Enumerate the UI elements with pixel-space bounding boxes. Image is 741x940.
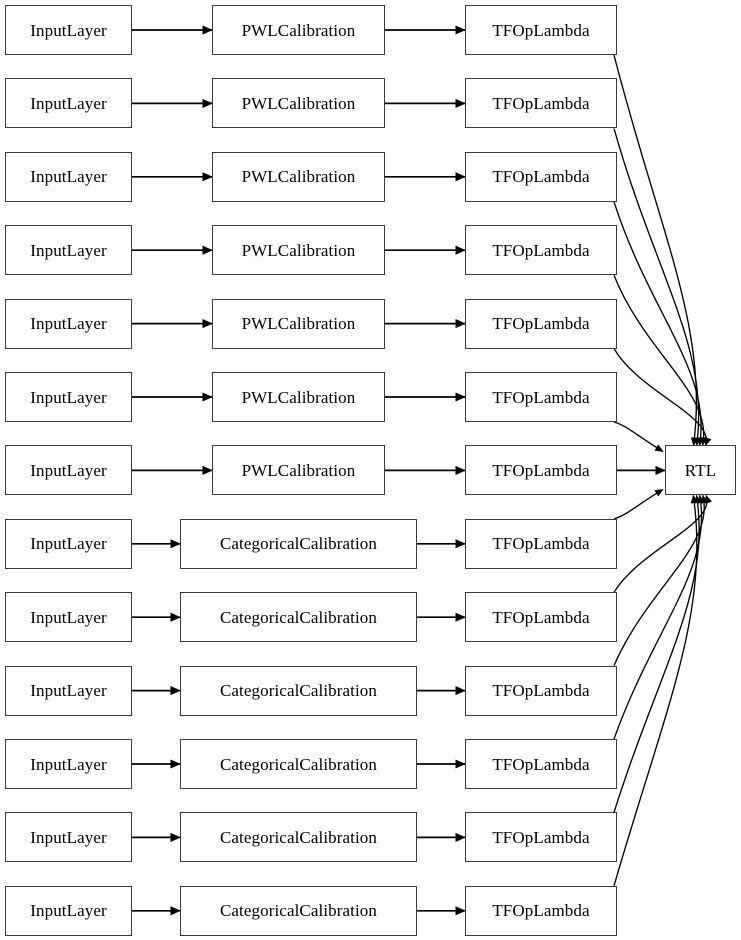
node-label: InputLayer [30, 607, 107, 627]
edge-lambda-to-rtl-9 [613, 494, 709, 666]
node-label: InputLayer [30, 534, 107, 554]
node-label: InputLayer [30, 20, 107, 40]
node-label: InputLayer [30, 167, 107, 187]
node-rtl[interactable]: RTL [665, 445, 736, 496]
node-label: PWLCalibration [241, 240, 356, 260]
node-tf-op-lambda-7[interactable]: TFOpLambda [465, 518, 617, 569]
node-categorical-calibration-7[interactable]: CategoricalCalibration [180, 518, 417, 569]
node-tf-op-lambda-3[interactable]: TFOpLambda [465, 225, 617, 276]
node-input-layer-3[interactable]: InputLayer [5, 225, 132, 276]
node-label: TFOpLambda [492, 607, 590, 627]
node-label: TFOpLambda [492, 167, 590, 187]
node-categorical-calibration-8[interactable]: CategoricalCalibration [180, 592, 417, 643]
node-input-layer-8[interactable]: InputLayer [5, 592, 132, 643]
node-categorical-calibration-12[interactable]: CategoricalCalibration [180, 885, 417, 936]
node-tf-op-lambda-5[interactable]: TFOpLambda [465, 372, 617, 422]
edge-lambda-to-rtl-4 [613, 348, 712, 447]
node-categorical-calibration-9[interactable]: CategoricalCalibration [180, 665, 417, 716]
node-input-layer-5[interactable]: InputLayer [5, 372, 132, 422]
node-label: InputLayer [30, 387, 107, 407]
edge-lambda-to-rtl-8 [613, 494, 713, 593]
node-label: PWLCalibration [241, 460, 356, 480]
edge-lambda-to-rtl-1 [613, 128, 702, 447]
node-input-layer-10[interactable]: InputLayer [5, 739, 132, 789]
node-tf-op-lambda-0[interactable]: TFOpLambda [465, 5, 617, 55]
node-pwl-calibration-1[interactable]: PWLCalibration [212, 78, 385, 129]
node-input-layer-12[interactable]: InputLayer [5, 885, 132, 936]
node-label: RTL [684, 460, 717, 480]
node-categorical-calibration-10[interactable]: CategoricalCalibration [180, 739, 417, 789]
node-input-layer-6[interactable]: InputLayer [5, 445, 132, 496]
node-label: TFOpLambda [492, 901, 590, 921]
node-input-layer-2[interactable]: InputLayer [5, 151, 132, 202]
node-label: CategoricalCalibration [219, 827, 378, 847]
node-label: InputLayer [30, 240, 107, 260]
edge-lambda-to-rtl-0 [613, 54, 699, 447]
node-pwl-calibration-2[interactable]: PWLCalibration [212, 151, 385, 202]
node-label: TFOpLambda [492, 240, 590, 260]
node-label: TFOpLambda [492, 534, 590, 554]
node-tf-op-lambda-12[interactable]: TFOpLambda [465, 885, 617, 936]
edge-lambda-to-rtl-12 [613, 494, 699, 886]
edge-lambda-to-rtl-5 [613, 421, 664, 452]
edge-lambda-to-rtl-3 [613, 274, 708, 447]
node-label: TFOpLambda [492, 754, 590, 774]
node-label: PWLCalibration [241, 167, 356, 187]
node-pwl-calibration-0[interactable]: PWLCalibration [212, 5, 385, 55]
node-label: TFOpLambda [492, 387, 590, 407]
node-label: TFOpLambda [492, 827, 590, 847]
node-label: InputLayer [30, 314, 107, 334]
node-categorical-calibration-11[interactable]: CategoricalCalibration [180, 812, 417, 863]
node-label: InputLayer [30, 460, 107, 480]
node-label: TFOpLambda [492, 314, 590, 334]
node-label: InputLayer [30, 93, 107, 113]
node-label: InputLayer [30, 754, 107, 774]
node-label: PWLCalibration [241, 387, 356, 407]
node-input-layer-7[interactable]: InputLayer [5, 518, 132, 569]
node-pwl-calibration-5[interactable]: PWLCalibration [212, 372, 385, 422]
node-label: CategoricalCalibration [219, 681, 378, 701]
node-label: TFOpLambda [492, 681, 590, 701]
node-label: CategoricalCalibration [219, 754, 378, 774]
node-label: PWLCalibration [241, 314, 356, 334]
node-label: TFOpLambda [492, 93, 590, 113]
node-tf-op-lambda-6[interactable]: TFOpLambda [465, 445, 617, 496]
node-tf-op-lambda-4[interactable]: TFOpLambda [465, 298, 617, 349]
node-label: InputLayer [30, 681, 107, 701]
node-input-layer-9[interactable]: InputLayer [5, 665, 132, 716]
node-pwl-calibration-3[interactable]: PWLCalibration [212, 225, 385, 276]
node-input-layer-1[interactable]: InputLayer [5, 78, 132, 129]
node-label: CategoricalCalibration [219, 534, 378, 554]
node-pwl-calibration-6[interactable]: PWLCalibration [212, 445, 385, 496]
edge-lambda-to-rtl-11 [613, 494, 702, 813]
node-tf-op-lambda-2[interactable]: TFOpLambda [465, 151, 617, 202]
node-label: PWLCalibration [241, 20, 356, 40]
node-label: CategoricalCalibration [219, 607, 378, 627]
node-label: TFOpLambda [492, 460, 590, 480]
node-input-layer-4[interactable]: InputLayer [5, 298, 132, 349]
node-input-layer-0[interactable]: InputLayer [5, 5, 132, 55]
node-label: CategoricalCalibration [219, 901, 378, 921]
node-tf-op-lambda-9[interactable]: TFOpLambda [465, 665, 617, 716]
node-label: InputLayer [30, 827, 107, 847]
edge-lambda-to-rtl-2 [613, 201, 705, 447]
node-pwl-calibration-4[interactable]: PWLCalibration [212, 298, 385, 349]
node-tf-op-lambda-1[interactable]: TFOpLambda [465, 78, 617, 129]
node-label: InputLayer [30, 901, 107, 921]
node-tf-op-lambda-8[interactable]: TFOpLambda [465, 592, 617, 643]
node-label: TFOpLambda [492, 20, 590, 40]
node-tf-op-lambda-11[interactable]: TFOpLambda [465, 812, 617, 863]
node-label: PWLCalibration [241, 93, 356, 113]
edge-lambda-to-rtl-10 [613, 494, 705, 740]
edge-lambda-to-rtl-7 [613, 488, 664, 520]
node-input-layer-11[interactable]: InputLayer [5, 812, 132, 863]
node-tf-op-lambda-10[interactable]: TFOpLambda [465, 739, 617, 789]
